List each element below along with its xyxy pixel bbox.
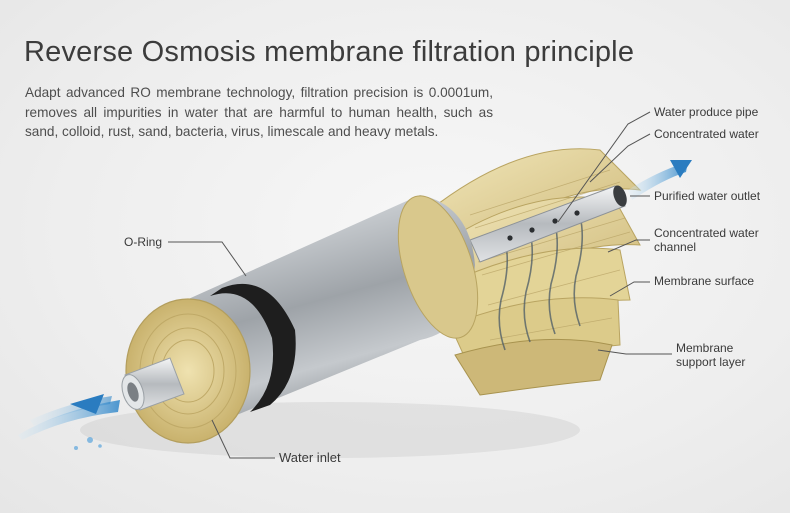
concentrated-water-label: Concentrated water — [654, 127, 759, 141]
membrane-surface-label: Membrane surface — [654, 274, 755, 288]
membrane-layers — [429, 148, 642, 396]
o-ring-label: O-Ring — [124, 235, 163, 249]
purified-water-outlet-label: Purified water outlet — [654, 189, 761, 203]
water-inlet-label: Water inlet — [279, 450, 341, 465]
concentrated-water-channel-label: Concentrated water channel — [654, 226, 759, 254]
page-title: Reverse Osmosis membrane filtration prin… — [24, 36, 635, 68]
o-ring — [210, 283, 296, 412]
inlet-water-splash — [18, 394, 120, 450]
inlet-pipe — [121, 357, 185, 411]
water-produce-pipe-label: Water produce pipe — [654, 105, 759, 119]
water-produce-pipe — [469, 185, 627, 263]
leader-lines — [168, 111, 672, 459]
outlet-water-splash — [628, 160, 692, 200]
membrane-support-line2: support layer — [676, 355, 746, 369]
concentrated-water-channel-line1: Concentrated water — [654, 226, 759, 240]
membrane-support-line1: Membrane — [676, 341, 734, 355]
description-text: Adapt advanced RO membrane technology, f… — [25, 85, 493, 139]
concentrated-water-channel-line2: channel — [654, 240, 697, 254]
membrane-support-layer-label: Membrane support layer — [676, 341, 745, 369]
